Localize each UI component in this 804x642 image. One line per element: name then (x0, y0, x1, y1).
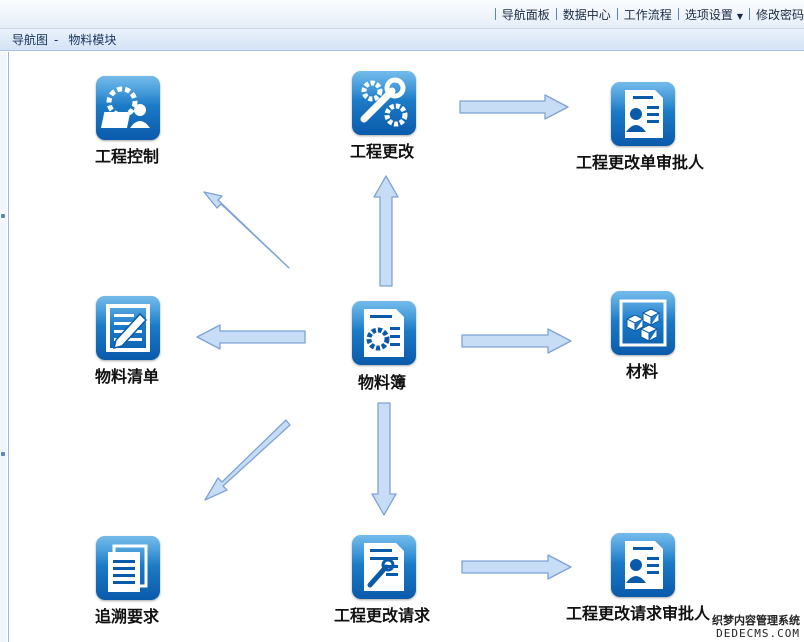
arrow-up (373, 175, 399, 287)
edit-list-icon (96, 296, 160, 360)
nav-separator (494, 8, 496, 20)
arrow-right (461, 554, 572, 580)
nav-separator (677, 8, 679, 20)
nav-options-menu[interactable]: 选项设置▼ (685, 6, 743, 23)
collapse-handle[interactable] (0, 52, 7, 642)
nav-separator (555, 8, 557, 20)
arrow-right (459, 94, 569, 120)
arrow-up-left (203, 191, 290, 269)
nav-data-center-link[interactable]: 数据中心 (562, 7, 611, 22)
cubes-icon (611, 291, 675, 355)
engineering-control-icon (96, 76, 160, 140)
gear-document-icon (352, 301, 416, 365)
breadcrumb-root[interactable]: 导航图 (12, 33, 49, 47)
watermark: 织梦内容管理系统 DEDECMS.COM (712, 614, 800, 640)
material-label: 材料 (626, 362, 659, 381)
arrow-down-left (204, 419, 291, 501)
approver-document-icon (611, 82, 675, 146)
top-nav: 导航面板 数据中心 工作流程 选项设置▼ 修改密码 (489, 0, 804, 28)
change-request-label: 工程更改请求 (334, 606, 431, 625)
watermark-line1: 织梦内容管理系统 (712, 614, 800, 627)
breadcrumb-current: 物料模块 (68, 33, 117, 47)
arrow-right (461, 328, 572, 354)
chevron-down-icon: ▼ (736, 11, 743, 21)
nav-change-password-link[interactable]: 修改密码 (755, 7, 804, 22)
material-book-label: 物料簿 (358, 373, 407, 392)
arrow-down (371, 402, 397, 516)
trace-requirement-label: 追溯要求 (95, 607, 160, 626)
nav-separator (616, 8, 618, 20)
collapse-arrow-icon (1, 452, 5, 456)
arrow-left (196, 324, 306, 350)
approver-document-icon (611, 533, 675, 597)
engineering-control-label: 工程控制 (95, 147, 160, 166)
change-request-approver-label: 工程更改请求审批人 (566, 604, 711, 623)
breadcrumb-separator: - (54, 32, 59, 47)
engineering-change-label: 工程更改 (350, 142, 415, 161)
watermark-line2: DEDECMS.COM (716, 627, 800, 640)
wrench-gear-icon (352, 71, 416, 135)
nav-options-label: 选项设置 (684, 7, 733, 22)
nav-dashboard-link[interactable]: 导航面板 (501, 7, 550, 22)
wrench-document-icon (352, 535, 416, 599)
top-toolbar: 导航面板 数据中心 工作流程 选项设置▼ 修改密码 (0, 0, 804, 29)
navigation-diagram (8, 52, 804, 642)
nav-workflow-link[interactable]: 工作流程 (623, 7, 672, 22)
change-approver-label: 工程更改单审批人 (576, 153, 705, 172)
collapse-arrow-icon (1, 214, 5, 218)
breadcrumb: 导航图 - 物料模块 (0, 29, 804, 51)
nav-separator (748, 8, 750, 20)
document-list-icon (96, 536, 160, 600)
bom-label: 物料清单 (95, 367, 160, 386)
